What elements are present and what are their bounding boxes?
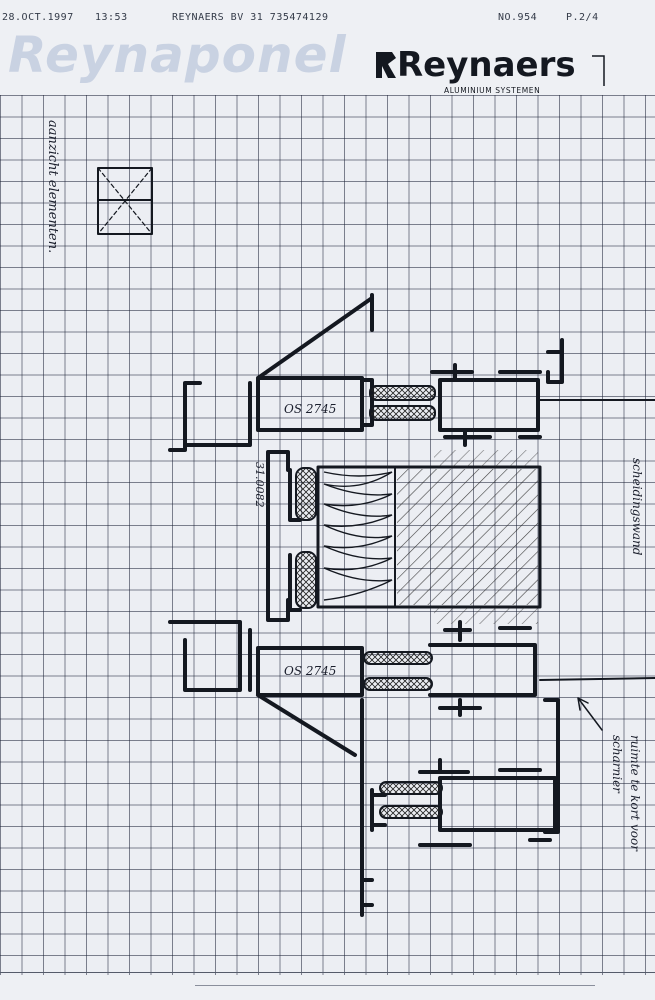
reynaers-logo-icon xyxy=(376,52,396,78)
annotation-hinge: scharnier xyxy=(610,735,624,793)
bottom-border-line-secondary xyxy=(195,985,595,986)
logo-wordmark: Reynaers xyxy=(397,45,576,85)
fax-date: 28.OCT.1997 xyxy=(2,12,74,23)
fax-sender: REYNAERS BV 31 735474129 xyxy=(172,12,329,23)
profile-label-lower: OS 2745 xyxy=(284,664,337,678)
graph-paper-grid xyxy=(0,95,655,975)
annotation-elevation: aanzicht elementen. xyxy=(45,120,60,254)
logo-subtitle: ALUMINIUM SYSTEMEN xyxy=(444,86,541,95)
profile-label-vertical: 31.0082 xyxy=(253,462,266,508)
logo-bracket-icon xyxy=(592,55,605,86)
annotation-partition-wall: scheidingswand xyxy=(630,458,644,556)
fax-page: P.2/4 xyxy=(566,12,599,23)
profile-label-upper: OS 2745 xyxy=(284,402,337,416)
watermark-text: Reynaponel xyxy=(8,26,347,84)
fax-number: NO.954 xyxy=(498,12,538,23)
fax-time: 13:53 xyxy=(95,12,128,23)
fax-header: 28.OCT.1997 13:53 REYNAERS BV 31 7354741… xyxy=(0,0,655,95)
annotation-space-too-short: ruimte te kort voor xyxy=(628,735,642,851)
bottom-border-line xyxy=(0,972,655,973)
